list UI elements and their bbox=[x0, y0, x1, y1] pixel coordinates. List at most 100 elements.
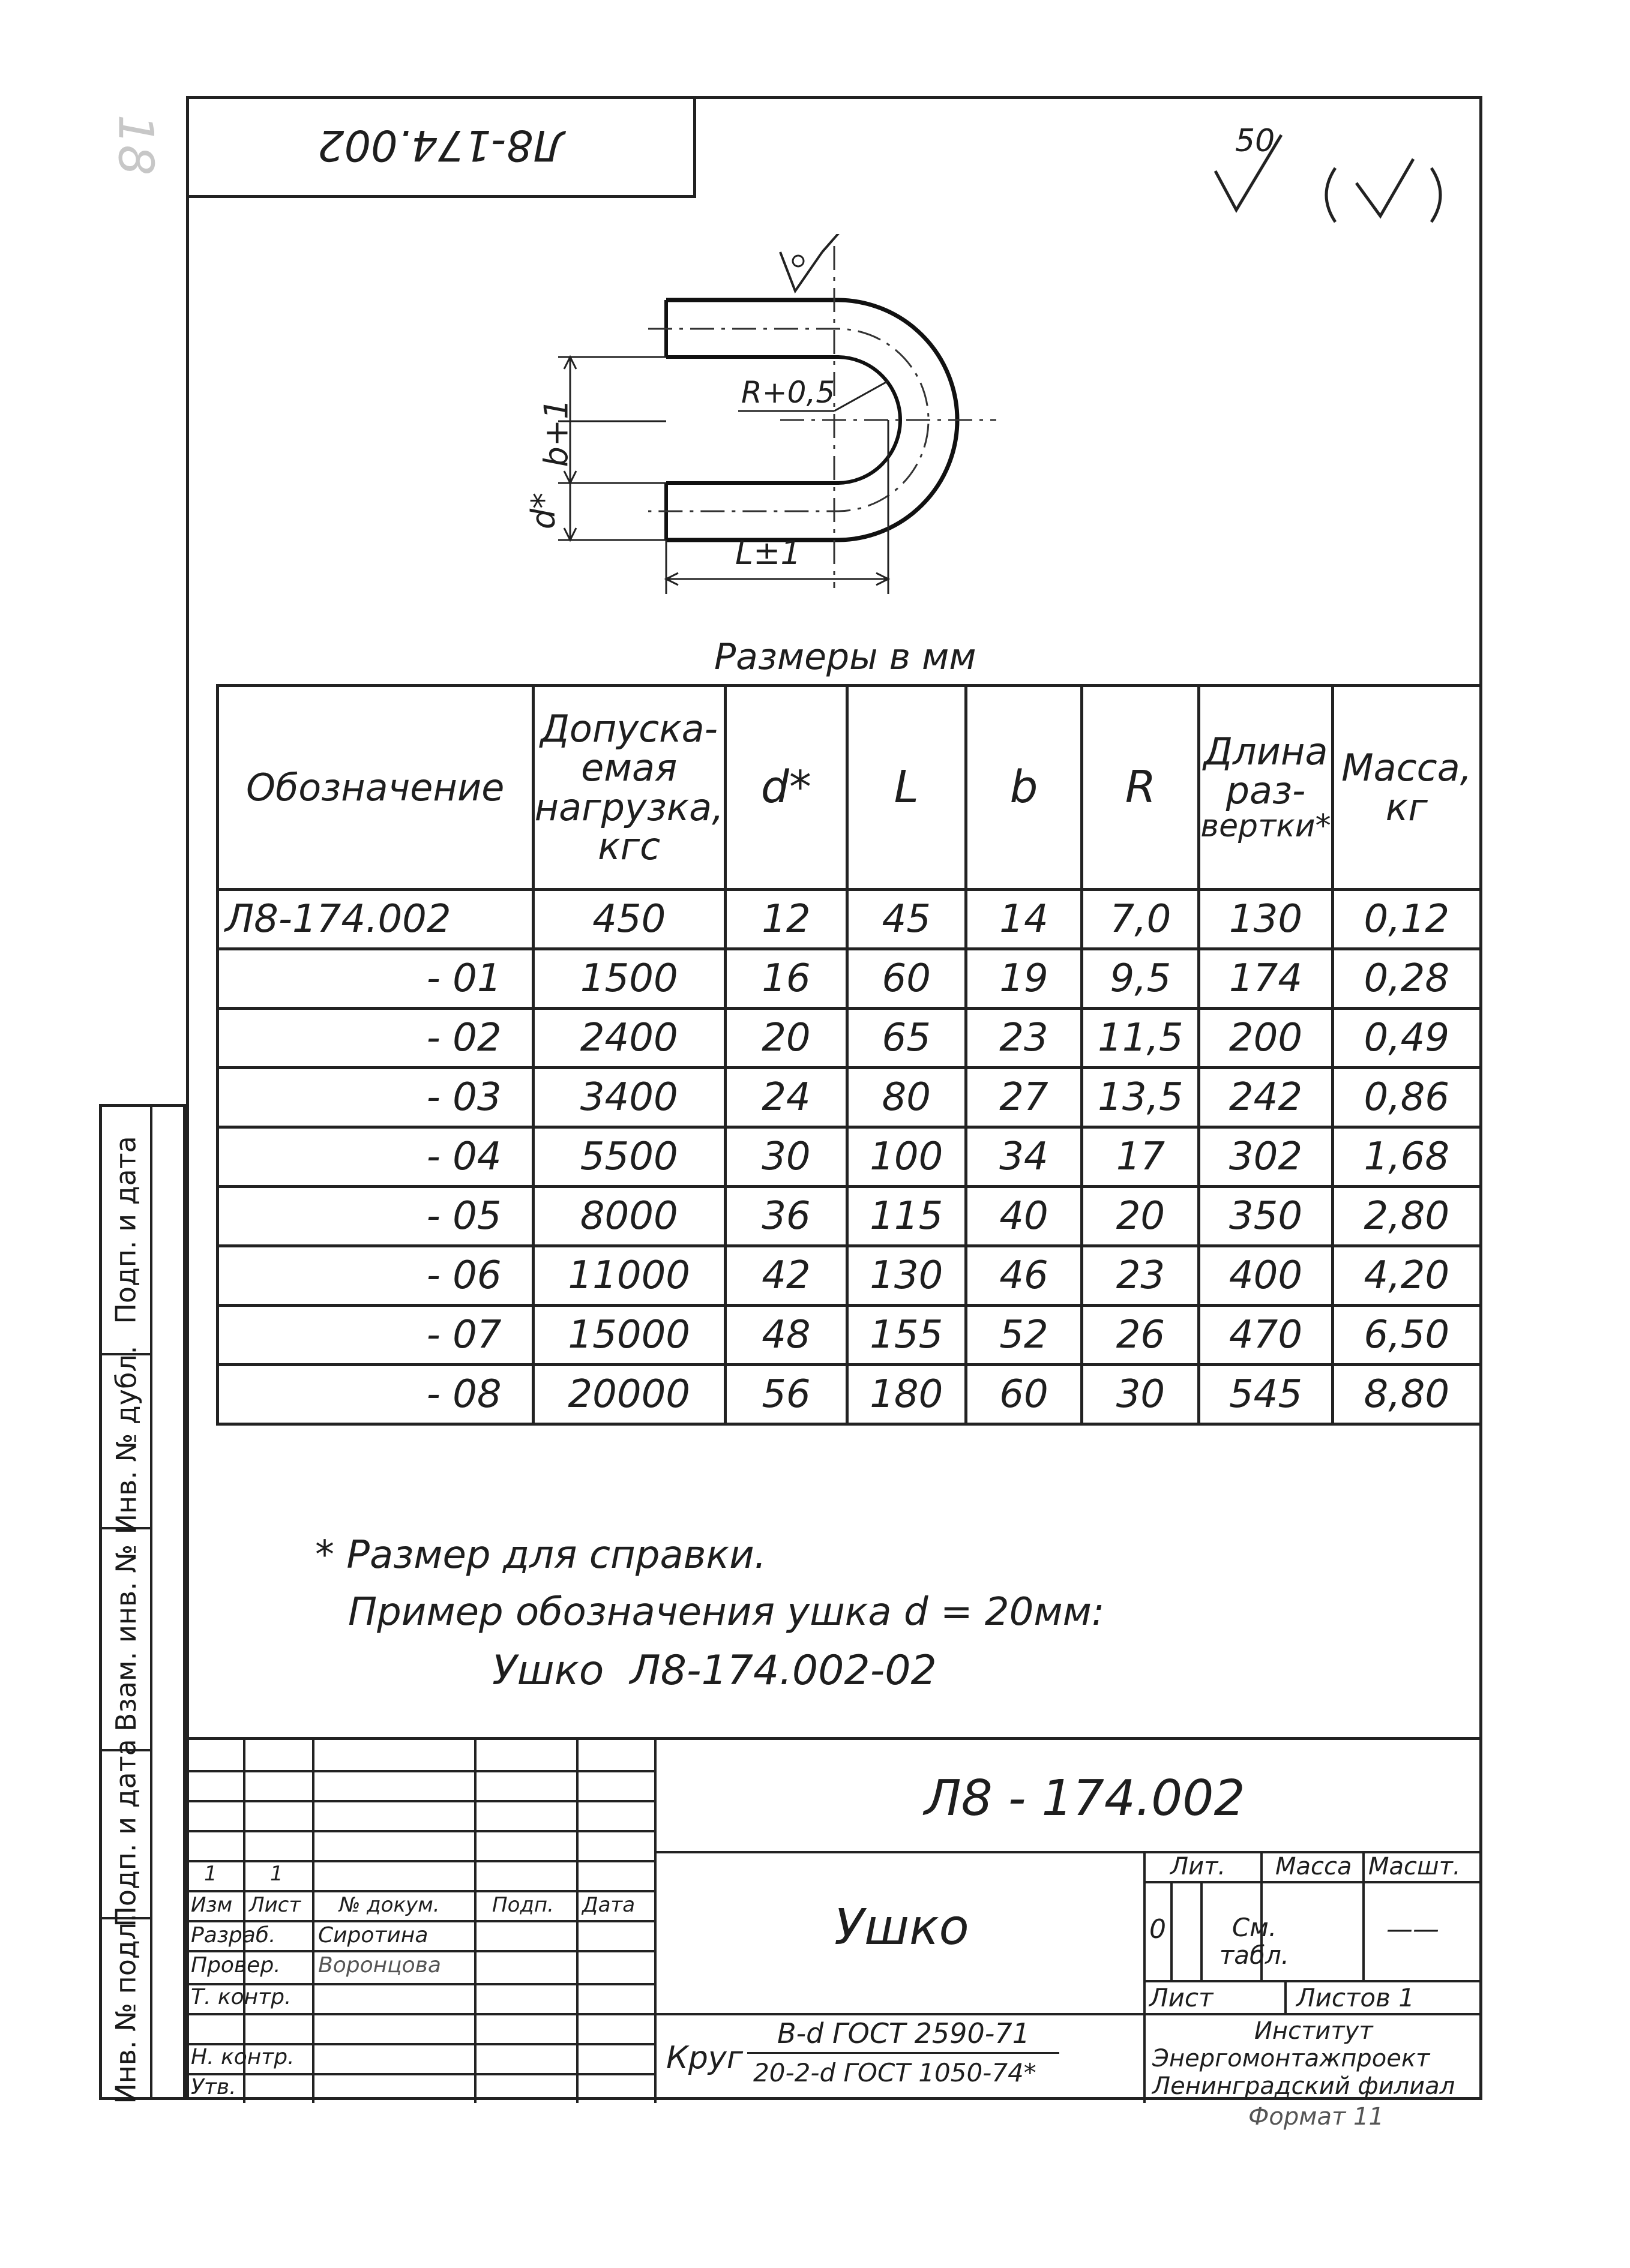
name-checker: Воронцова bbox=[318, 1953, 441, 1978]
table-cell-L: 115 bbox=[845, 1185, 967, 1247]
part-name: Ушко bbox=[834, 1899, 969, 1956]
table-cell-b: 46 bbox=[964, 1244, 1084, 1307]
roughness-check-icon bbox=[1213, 134, 1442, 223]
format-label: Формат 11 bbox=[1248, 2103, 1384, 2131]
table-cell-d: 42 bbox=[723, 1244, 849, 1307]
rev-header-sheet: Лист bbox=[249, 1893, 301, 1917]
table-cell-mass: 1,68 bbox=[1331, 1126, 1483, 1188]
table-cell-len: 242 bbox=[1197, 1066, 1334, 1129]
table-cell-mass: 8,80 bbox=[1331, 1363, 1483, 1426]
table-cell-b: 14 bbox=[964, 888, 1084, 950]
table-cell-des: - 04 bbox=[216, 1126, 535, 1188]
rev-header-sign: Подп. bbox=[492, 1893, 554, 1917]
table-cell-L: 60 bbox=[845, 947, 967, 1010]
lit-label: Лит. bbox=[1170, 1853, 1226, 1880]
table-cell-mass: 6,50 bbox=[1331, 1304, 1483, 1366]
role-approver: Утв. bbox=[191, 2075, 236, 2099]
table-cell-load: 2400 bbox=[531, 1007, 727, 1069]
name-developer: Сиротина bbox=[318, 1923, 429, 1948]
table-cell-b: 52 bbox=[964, 1304, 1084, 1366]
corner-stamp-text: Л8-174.002 bbox=[317, 121, 565, 170]
table-cell-load: 20000 bbox=[531, 1363, 727, 1426]
table-cell-b: 19 bbox=[964, 947, 1084, 1010]
sheet-label: Лист bbox=[1149, 1983, 1213, 2012]
table-cell-len: 200 bbox=[1197, 1007, 1334, 1069]
header-d: d* bbox=[723, 684, 849, 891]
table-cell-len: 174 bbox=[1197, 947, 1334, 1010]
title-block: 1 1 Изм Лист № докум. Подп. Дата Разраб.… bbox=[186, 1737, 1482, 2103]
table-cell-load: 450 bbox=[531, 888, 727, 950]
org-line2: Энергомонтажпроект bbox=[1152, 2045, 1430, 2072]
note-example: Пример обозначения ушка d = 20мм: bbox=[348, 1590, 1105, 1634]
part-drawing: b+1 d* R+0,5 L±1 bbox=[498, 227, 1038, 606]
table-cell-L: 65 bbox=[845, 1007, 967, 1069]
rev-header-change: Изм bbox=[191, 1893, 233, 1917]
role-norm-control: Н. контр. bbox=[191, 2045, 295, 2069]
roughness-value: 50 bbox=[1235, 123, 1275, 159]
table-cell-len: 130 bbox=[1197, 888, 1334, 950]
header-length: Длина раз- вертки* bbox=[1197, 684, 1334, 891]
spec-table: Обозначение Допуска- емая нагрузка, кгс … bbox=[216, 684, 1483, 1426]
table-cell-des: - 08 bbox=[216, 1363, 535, 1426]
role-tech-control: Т. контр. bbox=[191, 1985, 292, 2009]
table-cell-R: 17 bbox=[1080, 1126, 1201, 1188]
table-cell-des: - 07 bbox=[216, 1304, 535, 1366]
table-cell-d: 36 bbox=[723, 1185, 849, 1247]
doc-number: Л8 - 174.002 bbox=[924, 1770, 1245, 1827]
scale-value: —— bbox=[1386, 1914, 1439, 1945]
table-header-row: Обозначение Допуска- емая нагрузка, кгс … bbox=[216, 684, 1483, 891]
dim-R-label: R+0,5 bbox=[741, 375, 835, 410]
u-bend-drawing bbox=[558, 227, 996, 594]
table-cell-len: 400 bbox=[1197, 1244, 1334, 1307]
table-cell-L: 100 bbox=[845, 1126, 967, 1188]
table-cell-des: Л8-174.002 bbox=[216, 888, 535, 950]
table-cell-mass: 0,12 bbox=[1331, 888, 1483, 950]
header-b: b bbox=[964, 684, 1084, 891]
table-cell-len: 302 bbox=[1197, 1126, 1334, 1188]
header-mass: Масса, кг bbox=[1331, 684, 1483, 891]
header-load: Допуска- емая нагрузка, кгс bbox=[531, 684, 727, 891]
note-reference: * Размер для справки. bbox=[315, 1533, 766, 1577]
role-checker: Провер. bbox=[191, 1953, 281, 1978]
table-cell-d: 48 bbox=[723, 1304, 849, 1366]
org-line1: Институт bbox=[1254, 2017, 1373, 2045]
side-strip: Подп. и дата Инв. № дубл. Взам. инв. № П… bbox=[99, 1104, 186, 2104]
dim-d-label: d* bbox=[525, 492, 563, 530]
table-cell-des: - 06 bbox=[216, 1244, 535, 1307]
dim-b-label: b+1 bbox=[537, 398, 576, 467]
table-cell-L: 80 bbox=[845, 1066, 967, 1129]
table-cell-des: - 03 bbox=[216, 1066, 535, 1129]
table-cell-mass: 4,20 bbox=[1331, 1244, 1483, 1307]
units-caption: Размеры в мм bbox=[714, 636, 976, 678]
table-cell-d: 56 bbox=[723, 1363, 849, 1426]
table-cell-load: 5500 bbox=[531, 1126, 727, 1188]
table-cell-b: 60 bbox=[964, 1363, 1084, 1426]
table-cell-len: 470 bbox=[1197, 1304, 1334, 1366]
strip-orig-inv: Инв. № подл. bbox=[110, 1913, 143, 2104]
table-cell-len: 545 bbox=[1197, 1363, 1334, 1426]
role-developer: Разраб. bbox=[191, 1923, 276, 1948]
rev-header-date: Дата bbox=[582, 1893, 636, 1917]
header-R: R bbox=[1080, 684, 1201, 891]
material-bottom: 20-2-d ГОСТ 1050-74* bbox=[753, 2058, 1036, 2087]
table-cell-d: 20 bbox=[723, 1007, 849, 1069]
table-cell-R: 26 bbox=[1080, 1304, 1201, 1366]
roughness-mark: 50 bbox=[1206, 123, 1458, 231]
table-cell-L: 45 bbox=[845, 888, 967, 950]
mass-value: См. табл. bbox=[1219, 1913, 1290, 1970]
header-L: L bbox=[845, 684, 967, 891]
rev-header-doc: № докум. bbox=[339, 1893, 440, 1917]
dim-L-label: L±1 bbox=[735, 534, 801, 572]
table-cell-R: 11,5 bbox=[1080, 1007, 1201, 1069]
strip-replace-inv: Взам. инв. № bbox=[102, 1527, 150, 1751]
table-cell-load: 11000 bbox=[531, 1244, 727, 1307]
material-top: В-d ГОСТ 2590-71 bbox=[777, 2017, 1030, 2050]
table-cell-mass: 2,80 bbox=[1331, 1185, 1483, 1247]
table-cell-des: - 02 bbox=[216, 1007, 535, 1069]
strip-dup-inv: Инв. № дубл. bbox=[102, 1346, 150, 1534]
